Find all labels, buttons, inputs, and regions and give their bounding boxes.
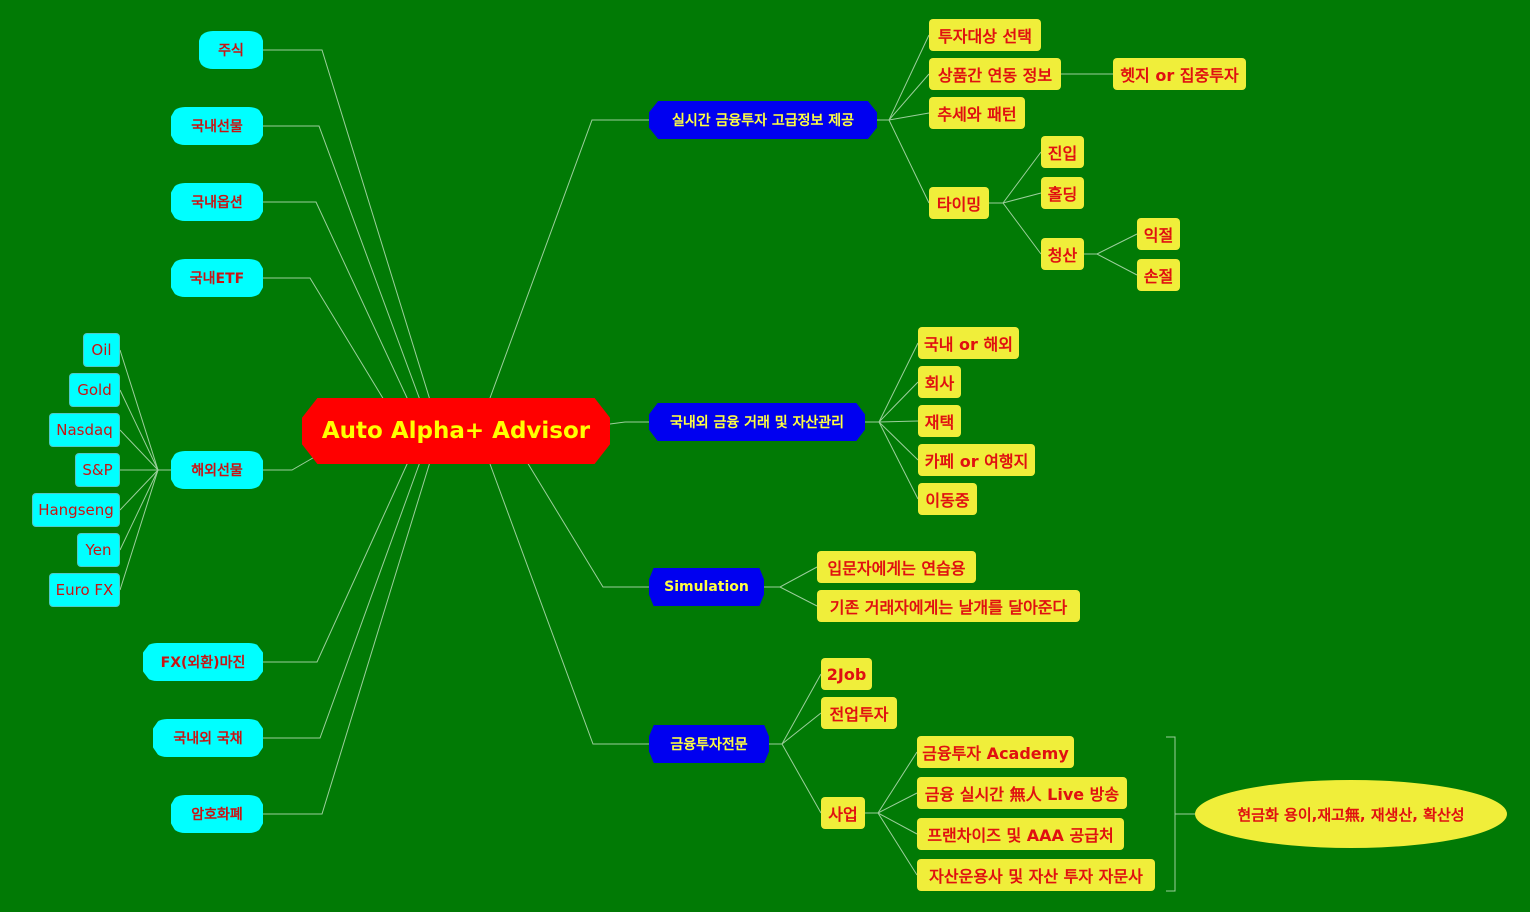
link-left-6 [263, 461, 421, 739]
link-b0-3 [877, 119, 930, 204]
leaf-trend-pattern[interactable]: 추세와 패턴 [929, 97, 1025, 129]
link-timing-1 [989, 192, 1042, 204]
link-branch-2 [526, 461, 649, 588]
link-left-0 [263, 49, 431, 401]
overseas-child-hangseng[interactable]: Hangseng [32, 493, 120, 527]
leaf-practice[interactable]: 입문자에게는 연습용 [817, 551, 976, 583]
link-overseas-4 [119, 469, 171, 511]
branch-simulation[interactable]: Simulation [649, 568, 764, 606]
link-b3-1 [769, 712, 822, 745]
link-biz-2 [865, 812, 918, 835]
link-b0-2 [877, 112, 930, 121]
overseas-child-gold[interactable]: Gold [69, 373, 120, 407]
leaf-business[interactable]: 사업 [821, 797, 865, 829]
link-left-7 [263, 461, 431, 815]
overseas-child-oil[interactable]: Oil [83, 333, 120, 367]
leaf-holding[interactable]: 홀딩 [1041, 177, 1084, 209]
leaf-timing[interactable]: 타이밍 [929, 187, 989, 219]
link-overseas-6 [119, 469, 171, 591]
center-node[interactable]: Auto Alpha+ Advisor [302, 398, 610, 464]
link-exit-0 [1084, 233, 1138, 255]
link-b3-2 [769, 743, 822, 814]
link-left-4 [263, 454, 319, 471]
link-b2-1 [764, 586, 818, 607]
link-overseas-2 [119, 429, 171, 471]
overseas-child-sp[interactable]: S&P [75, 453, 120, 487]
link-b1-0 [865, 342, 919, 423]
left-item-fx-margin[interactable]: FX(외환)마진 [143, 643, 263, 681]
link-b0-1 [877, 73, 930, 121]
link-overseas-0 [119, 349, 171, 471]
leaf-academy[interactable]: 금융투자 Academy [917, 736, 1074, 768]
link-b1-3 [865, 421, 919, 461]
left-item-stocks[interactable]: 주식 [199, 31, 263, 69]
leaf-moving[interactable]: 이동중 [918, 483, 977, 515]
branch-finance-expert[interactable]: 금융투자전문 [649, 725, 769, 763]
branch-trading-asset[interactable]: 국내외 금융 거래 및 자산관리 [649, 403, 865, 441]
leaf-entry[interactable]: 진입 [1041, 136, 1084, 168]
link-b2-0 [764, 566, 818, 588]
link-left-5 [263, 461, 409, 663]
summary-ellipse[interactable]: 현금화 용이,재고無, 재생산, 확산성 [1195, 780, 1507, 848]
link-left-3 [263, 277, 385, 401]
leaf-hedge-or-focus[interactable]: 헷지 or 집중투자 [1113, 58, 1246, 90]
link-biz-3 [865, 812, 918, 876]
leaf-domestic-overseas[interactable]: 국내 or 해외 [918, 327, 1019, 359]
leaf-franchise[interactable]: 프랜차이즈 및 AAA 공급처 [917, 818, 1124, 850]
overseas-child-eurofx[interactable]: Euro FX [49, 573, 120, 607]
link-branch-3 [489, 463, 649, 745]
summary-bracket [1166, 736, 1176, 892]
leaf-cafe-travel[interactable]: 카페 or 여행지 [918, 444, 1035, 476]
link-branch-1 [609, 421, 649, 425]
leaf-2job[interactable]: 2Job [821, 658, 872, 690]
left-item-bonds[interactable]: 국내외 국채 [153, 719, 263, 757]
link-exit-1 [1084, 253, 1138, 276]
leaf-wings[interactable]: 기존 거래자에게는 날개를 달아준다 [817, 590, 1080, 622]
branch-realtime-info[interactable]: 실시간 금융투자 고급정보 제공 [649, 101, 877, 139]
overseas-child-nasdaq[interactable]: Nasdaq [49, 413, 120, 447]
leaf-live-broadcast[interactable]: 금융 실시간 無人 Live 방송 [917, 777, 1127, 809]
left-item-domestic-futures[interactable]: 국내선물 [171, 107, 263, 145]
link-branch-0 [489, 119, 649, 399]
link-b1-4 [865, 421, 919, 500]
leaf-asset-advisory[interactable]: 자산운용사 및 자산 투자 자문사 [917, 859, 1155, 891]
left-item-crypto[interactable]: 암호화폐 [171, 795, 263, 833]
left-item-domestic-options[interactable]: 국내옵션 [171, 183, 263, 221]
leaf-target-selection[interactable]: 투자대상 선택 [929, 19, 1041, 51]
leaf-stop-loss[interactable]: 손절 [1137, 259, 1180, 291]
leaf-home[interactable]: 재택 [918, 405, 961, 437]
link-timing-2 [989, 202, 1042, 255]
leaf-exit[interactable]: 청산 [1041, 238, 1084, 270]
overseas-child-yen[interactable]: Yen [77, 533, 120, 567]
leaf-take-profit[interactable]: 익절 [1137, 218, 1180, 250]
link-biz-0 [865, 751, 918, 814]
leaf-product-linkage[interactable]: 상품간 연동 정보 [929, 58, 1061, 90]
leaf-fulltime[interactable]: 전업투자 [821, 697, 897, 729]
left-item-overseas-futures[interactable]: 해외선물 [171, 451, 263, 489]
left-item-domestic-etf[interactable]: 국내ETF [171, 259, 263, 297]
link-b0-0 [877, 34, 930, 121]
link-b1-1 [865, 381, 919, 423]
leaf-office[interactable]: 회사 [918, 366, 961, 398]
link-left-1 [263, 125, 421, 401]
link-left-2 [263, 201, 409, 401]
link-biz-1 [865, 792, 918, 814]
